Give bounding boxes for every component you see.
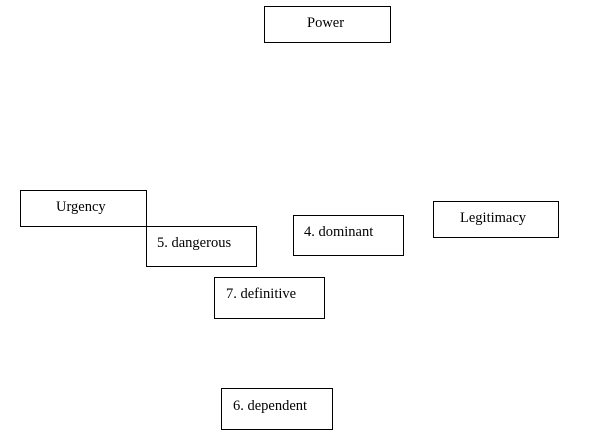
power-label: Power bbox=[307, 15, 345, 31]
dependent-label: 6. dependent bbox=[233, 398, 308, 414]
dangerous-box: 5. dangerous bbox=[146, 226, 257, 267]
dominant-label: 4. dominant bbox=[304, 224, 374, 240]
dominant-box: 4. dominant bbox=[293, 215, 404, 256]
dangerous-label: 5. dangerous bbox=[157, 235, 232, 251]
legitimacy-box: Legitimacy bbox=[433, 201, 559, 238]
definitive-label: 7. definitive bbox=[226, 286, 297, 302]
urgency-label: Urgency bbox=[56, 199, 106, 215]
power-box: Power bbox=[264, 6, 391, 43]
urgency-box: Urgency bbox=[20, 190, 147, 227]
legitimacy-label: Legitimacy bbox=[460, 210, 527, 226]
dependent-box: 6. dependent bbox=[221, 388, 333, 430]
definitive-box: 7. definitive bbox=[214, 277, 325, 319]
